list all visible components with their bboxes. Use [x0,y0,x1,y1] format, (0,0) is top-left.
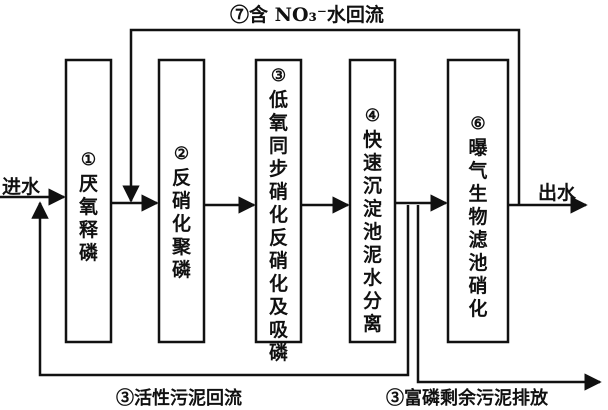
unit-char: 化 [268,273,288,295]
unit-label-1: ① 厌氧释磷 [66,152,111,267]
unit-char: 化 [171,213,191,235]
unit-box-2 [157,58,206,344]
unit-char: 曝 [468,137,488,159]
unit-char: 氧 [268,112,288,134]
unit-number-3: ③ [270,66,287,86]
unit-char: 物 [468,206,488,228]
unit-label-5: ⑥ 曝气生物滤池硝化 [448,116,508,323]
unit-char: 氧 [78,196,98,218]
nitrate-recycle-line [122,28,521,205]
unit-char: 淀 [362,198,382,220]
sludge-return-label: ③活性污泥回流 [116,388,242,409]
unit-char: 滤 [468,229,488,251]
unit-char: 池 [468,252,488,274]
unit-number-4: ④ [364,106,381,126]
unit-text-3: 低氧同步硝化反硝化及吸磷 [269,91,288,367]
unit-char: 释 [78,219,98,241]
unit-box-5 [446,58,510,344]
nitrate-recycle-label: ⑦含 NO₃⁻水回流 [230,4,384,26]
unit-char: 快 [362,129,382,151]
unit-char: 泥 [362,244,382,266]
unit-char: 硝 [268,250,288,272]
excess-sludge-label: ③富磷剩余污泥排放 [386,388,548,409]
unit-label-2: ② 反硝化聚磷 [159,146,204,284]
unit-char: 离 [362,313,382,335]
unit-number-5: ⑥ [470,114,486,134]
unit-char: 气 [468,160,488,182]
unit-char: 步 [268,158,288,180]
unit-text-5: 曝气生物滤池硝化 [468,139,487,323]
unit-char: 化 [268,204,288,226]
unit-char: 磷 [268,342,288,364]
excess-sludge-line [416,205,602,391]
unit-char: 水 [362,267,382,289]
unit-char: 聚 [171,236,191,258]
unit-number-2: ② [173,144,190,164]
unit-text-1: 厌氧释磷 [79,175,98,267]
inlet-label: 进水 [2,176,41,198]
unit-char: 磷 [78,242,98,264]
unit-char: 池 [362,221,382,243]
unit-char: 硝 [268,181,288,203]
unit-char: 硝 [468,275,488,297]
unit-box-1 [64,58,113,344]
unit-char: 速 [362,152,382,174]
unit-char: 低 [268,89,288,111]
unit-char: 化 [468,298,488,320]
outlet-label: 出水 [538,182,577,204]
unit-box-3 [254,58,303,344]
unit-char: 同 [268,135,288,157]
unit-label-3: ③ 低氧同步硝化反硝化及吸磷 [256,68,301,367]
unit-char: 厌 [78,173,98,195]
unit-char: 吸 [268,319,288,341]
unit-char: 及 [268,296,288,318]
unit-char: 硝 [171,190,191,212]
unit-text-2: 反硝化聚磷 [172,169,191,284]
unit-box-4 [348,58,397,344]
unit-char: 反 [268,227,288,249]
unit-char: 磷 [171,259,191,281]
unit-char: 生 [468,183,488,205]
sludge-return-line [31,201,410,377]
unit-char: 分 [362,290,382,312]
unit-char: 沉 [362,175,382,197]
unit-label-4: ④ 快速沉淀池泥水分离 [350,108,395,338]
unit-text-4: 快速沉淀池泥水分离 [363,131,382,338]
unit-char: 反 [171,167,191,189]
unit-number-1: ① [80,150,97,170]
